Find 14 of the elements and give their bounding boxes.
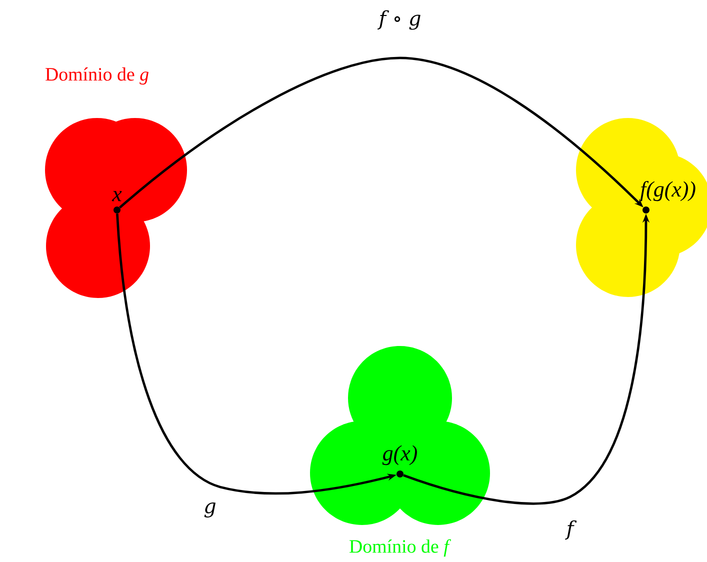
- domain-label: Domínio de f: [350, 539, 452, 557]
- blob: [576, 118, 707, 297]
- point-label: x: [112, 191, 122, 202]
- point: [114, 206, 120, 214]
- edge-label: f ∘ g: [378, 9, 422, 31]
- point-label: g(x): [382, 445, 417, 466]
- blob: [310, 346, 490, 525]
- point: [642, 206, 650, 214]
- edge-label: g: [202, 501, 218, 518]
- domain-label: Domínio de g: [46, 67, 148, 85]
- blob: [45, 118, 187, 298]
- edge-label: f: [565, 519, 577, 541]
- point: [396, 470, 404, 478]
- point-label: f(g(x)): [640, 181, 696, 202]
